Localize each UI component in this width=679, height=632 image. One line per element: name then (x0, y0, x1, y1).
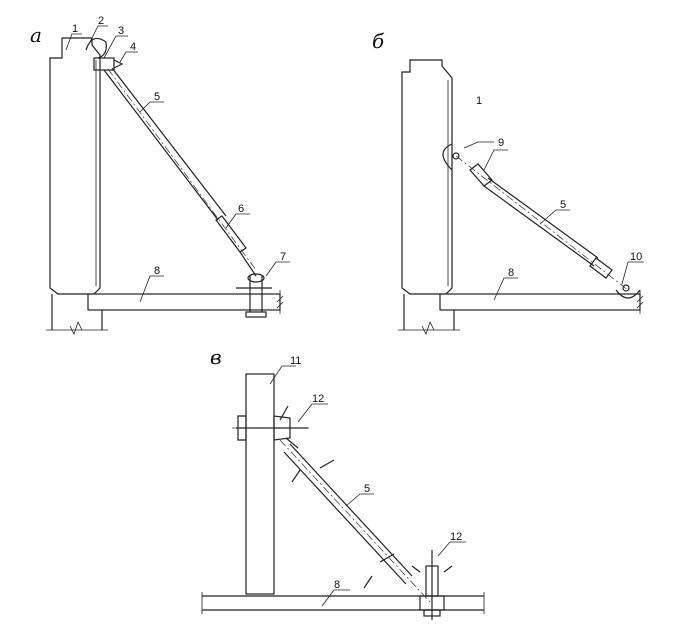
callout-b-8: 8 (508, 267, 514, 279)
floor-slab-b (439, 293, 641, 311)
panel-a: а 1 2 3 (30, 15, 290, 336)
footing-b-breakmark (421, 320, 435, 336)
callout-a-6: 6 (238, 203, 244, 215)
callout-a-1: 1 (72, 23, 78, 35)
panel-c-letter: в (210, 345, 222, 369)
lifting-loop-a (85, 37, 107, 59)
leader-c-8 (321, 589, 350, 607)
wall-hinge-b (442, 143, 453, 171)
floor-hinge-b (615, 289, 641, 299)
floor-slab-c (202, 595, 484, 611)
callout-a-7: 7 (280, 251, 286, 263)
leader-c-5 (345, 493, 374, 507)
leader-c-12a (297, 403, 328, 423)
strut-b-bot (483, 185, 595, 267)
anchor-a-ring (247, 273, 265, 283)
callout-a-4: 4 (130, 41, 136, 53)
callout-b-1: 1 (476, 95, 482, 107)
leader-b-8 (493, 277, 518, 301)
callout-a-8: 8 (154, 265, 160, 277)
callout-c-5: 5 (364, 483, 370, 495)
slab-a-break (276, 290, 284, 314)
strut-a-bot (111, 67, 227, 217)
panel-c: в 11 12 5 12 8 (201, 345, 485, 620)
strut-c-bot (283, 451, 407, 585)
footing-a-breakmark (69, 320, 83, 336)
leader-a-2 (89, 25, 108, 43)
leader-b-9 (483, 149, 508, 171)
leader-a-8 (139, 275, 164, 303)
strut-b-axis (455, 155, 629, 291)
callout-a-2: 2 (98, 15, 104, 27)
slab-b-break (636, 290, 644, 314)
slab-c-breaks (201, 592, 485, 614)
strut-c-top (289, 443, 413, 577)
wall-hinge-b-pin (452, 152, 460, 160)
leader-a-3 (103, 35, 128, 59)
turnbuckle-a (215, 215, 247, 253)
wall-bolt-wings-c (279, 405, 299, 449)
leader-a-6 (225, 213, 250, 229)
callout-c-12a: 12 (312, 393, 324, 405)
anchor-a-plate (245, 311, 267, 318)
leader-b-1 (463, 141, 494, 149)
panel-a-letter: а (30, 23, 42, 47)
floor-anchor-c-wings (411, 565, 453, 573)
clamp-a (93, 57, 115, 71)
callout-c-12b: 12 (450, 531, 462, 543)
callout-c-11: 11 (290, 355, 301, 367)
floor-slab-a (87, 293, 281, 311)
panel-b: б 1 9 5 10 8 (372, 29, 644, 336)
strut-c-wings (291, 459, 395, 589)
strut-a-top (103, 69, 219, 221)
wall-bolt-nut-c (273, 415, 291, 441)
strut-c-axis (279, 439, 431, 603)
callout-c-8: 8 (334, 579, 340, 591)
strut-b-top (487, 177, 599, 259)
wall-panel-b (401, 59, 453, 295)
wall-bracket-c (237, 415, 247, 441)
callout-b-9: 9 (498, 137, 504, 149)
panel-b-letter: б (372, 29, 385, 53)
leader-a-1 (65, 33, 82, 51)
callout-a-3: 3 (118, 25, 124, 37)
leader-a-7 (265, 261, 290, 277)
floor-anchor-a (236, 276, 272, 312)
column-c (245, 373, 275, 595)
leader-b-10 (621, 261, 644, 285)
leader-c-12b (437, 541, 466, 557)
leader-a-4 (119, 51, 138, 63)
callout-a-5: 5 (154, 91, 160, 103)
leader-b-5 (539, 209, 570, 225)
coupler-b-top (469, 163, 493, 187)
strut-a-axis (107, 68, 257, 271)
coupler-b-bot (589, 257, 613, 279)
callout-b-5: 5 (560, 199, 566, 211)
wedge-a (113, 59, 124, 69)
leader-a-5 (139, 101, 164, 113)
floor-hinge-b-pin (622, 284, 630, 292)
leader-c-11 (269, 365, 296, 385)
strut-a-lower (239, 251, 257, 277)
callout-b-10: 10 (630, 251, 642, 263)
wall-panel-a (49, 37, 101, 295)
floor-anchor-c-plate (423, 609, 441, 617)
